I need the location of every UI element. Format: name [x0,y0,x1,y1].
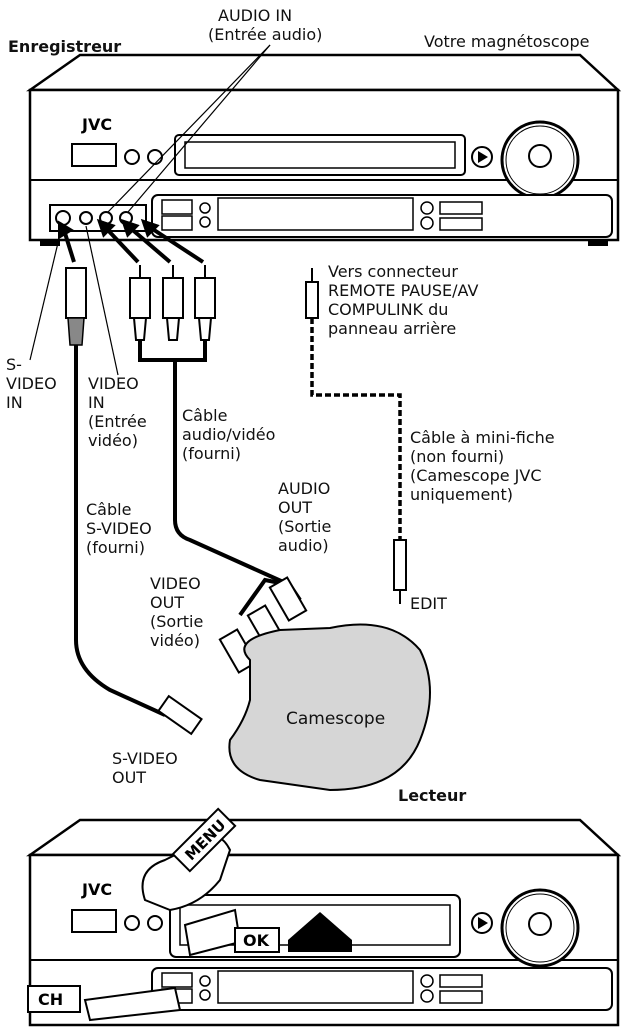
cable-mini-label-4: uniquement) [410,485,513,504]
bottom-vcr: JVC [26,818,622,1027]
svideo-in-label-1: S- [6,355,22,374]
cable-av-label-3: (fourni) [182,444,241,463]
video-out-label-4: vidéo) [150,631,200,650]
cable-svideo-label-3: (fourni) [86,538,145,557]
video-out-label-2: OUT [150,593,185,612]
votre-magnetoscope-label: Votre magnétoscope [424,32,590,51]
cable-av-label-1: Câble [182,406,228,425]
panneau-arriere-label: panneau arrière [328,319,457,338]
mini-plug-cable [310,318,402,540]
svideo-in-label-2: VIDEO [6,374,57,393]
audio-out-label-3: (Sortie [278,517,332,536]
camescope-label: Camescope [286,709,386,729]
vers-connecteur-label: Vers connecteur [328,262,458,281]
cable-mini-label-2: (non fourni) [410,447,505,466]
svideo-out-label-2: OUT [112,768,147,787]
cable-svideo-label-1: Câble [86,500,132,519]
ch-button-tag [27,985,81,1013]
ok-label: OK [243,931,270,950]
audio-out-label-4: audio) [278,536,329,555]
enregistreur-label: Enregistreur [8,37,122,56]
hand-ch-icon [83,986,182,1022]
recorder-vcr: JVC [26,53,622,246]
svideo-cable [74,345,166,717]
video-in-label-1: VIDEO [88,374,139,393]
video-in-label-2: IN [88,393,105,412]
ok-button-tag [234,927,280,953]
compulink-label: COMPULINK du [328,300,449,319]
remote-pause-label: REMOTE PAUSE/AV [328,281,479,300]
video-out-label-3: (Sortie [150,612,204,631]
video-in-label-3: (Entrée [88,412,147,431]
audio-in-label: AUDIO IN [218,6,293,25]
av-cable [138,335,302,617]
cable-mini-label-1: Câble à mini-fiche [410,428,555,447]
cable-av-label-2: audio/vidéo [182,425,276,444]
vcr-brand-top: JVC [81,115,112,134]
svideo-in-label-3: IN [6,393,23,412]
audio-out-label-1: AUDIO [278,479,331,498]
ch-label: CH [38,990,63,1009]
lecteur-label: Lecteur [398,786,467,805]
cable-mini-label-3: (Camescope JVC [410,466,542,485]
vcr-brand-bottom: JVC [81,880,112,899]
audio-in-sub-label: (Entrée audio) [208,25,323,44]
video-in-label-4: vidéo) [88,431,138,450]
edit-label: EDIT [410,594,447,613]
camcorder [228,623,431,792]
audio-out-label-2: OUT [278,498,313,517]
video-out-label-1: VIDEO [150,574,201,593]
rca-plugs-top [129,265,216,341]
svideo-out-label-1: S-VIDEO [112,749,178,768]
cable-svideo-label-2: S-VIDEO [86,519,152,538]
